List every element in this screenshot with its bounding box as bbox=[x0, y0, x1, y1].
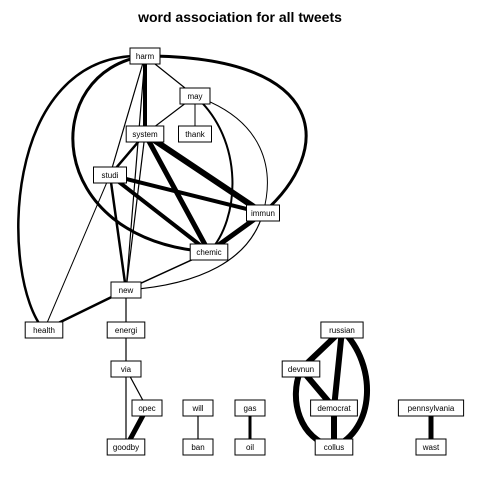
edge-studi-health bbox=[43, 174, 111, 331]
node-box-health bbox=[24, 321, 64, 339]
node-box-ban bbox=[182, 438, 214, 456]
node-label-wast: wast bbox=[422, 443, 440, 452]
node-label-via: via bbox=[121, 365, 132, 374]
node-label-devnun: devnun bbox=[288, 365, 314, 374]
node-box-system bbox=[125, 125, 165, 143]
edge-studi-immun bbox=[108, 173, 265, 215]
node-box-gas bbox=[234, 399, 266, 417]
edge-studi-chemic bbox=[108, 173, 211, 254]
node-label-chemic: chemic bbox=[196, 248, 221, 257]
node-box-oil bbox=[234, 438, 266, 456]
node-label-gas: gas bbox=[244, 404, 257, 413]
edge-harm-new bbox=[125, 55, 146, 291]
edge-russian-democrat bbox=[331, 327, 345, 411]
edge-harm-studi bbox=[109, 55, 146, 176]
edge-studi-new bbox=[108, 173, 128, 292]
node-oil: oil bbox=[234, 438, 266, 456]
node-may: may bbox=[179, 87, 211, 105]
node-ban: ban bbox=[182, 438, 214, 456]
node-box-goodby bbox=[106, 438, 146, 456]
edge-may-immun bbox=[194, 95, 268, 214]
node-goodby: goodby bbox=[106, 438, 146, 456]
node-russian: russian bbox=[320, 321, 364, 339]
node-label-energi: energi bbox=[115, 326, 137, 335]
node-label-goodby: goodby bbox=[113, 443, 139, 452]
edge-harm-immun bbox=[143, 54, 308, 215]
node-box-russian bbox=[320, 321, 364, 339]
node-box-democrat bbox=[310, 399, 358, 417]
node-devnun: devnun bbox=[281, 360, 321, 378]
node-layer: harm may system thank studi immun chemic new hea… bbox=[24, 47, 465, 456]
edge-system-new bbox=[125, 133, 146, 291]
node-box-new bbox=[110, 281, 142, 299]
node-box-will bbox=[182, 399, 214, 417]
node-box-studi bbox=[93, 166, 127, 184]
node-label-ban: ban bbox=[191, 443, 204, 452]
node-label-will: will bbox=[191, 404, 203, 413]
node-label-russian: russian bbox=[329, 326, 355, 335]
node-label-pennsylvania: pennsylvania bbox=[408, 404, 455, 413]
edge-harm-health bbox=[17, 54, 147, 332]
node-label-immun: immun bbox=[251, 209, 275, 218]
node-thank: thank bbox=[178, 125, 212, 143]
node-label-new: new bbox=[119, 286, 134, 295]
node-will: will bbox=[182, 399, 214, 417]
node-studi: studi bbox=[93, 166, 127, 184]
node-box-immun bbox=[246, 204, 280, 222]
node-label-health: health bbox=[33, 326, 55, 335]
node-energi: energi bbox=[106, 321, 146, 339]
node-label-studi: studi bbox=[102, 171, 119, 180]
edge-may-chemic bbox=[194, 95, 234, 253]
node-box-wast bbox=[415, 438, 447, 456]
node-label-oil: oil bbox=[246, 443, 254, 452]
node-new: new bbox=[110, 281, 142, 299]
node-chemic: chemic bbox=[189, 243, 229, 261]
node-label-may: may bbox=[187, 92, 202, 101]
node-via: via bbox=[110, 360, 142, 378]
node-box-may bbox=[179, 87, 211, 105]
node-label-system: system bbox=[132, 130, 158, 139]
node-pennsylvania: pennsylvania bbox=[397, 399, 465, 417]
edge-harm-chemic bbox=[71, 54, 211, 254]
node-box-harm bbox=[129, 47, 161, 65]
node-box-chemic bbox=[189, 243, 229, 261]
node-immun: immun bbox=[246, 204, 280, 222]
node-label-democrat: democrat bbox=[317, 404, 351, 413]
node-harm: harm bbox=[129, 47, 161, 65]
node-box-via bbox=[110, 360, 142, 378]
node-wast: wast bbox=[415, 438, 447, 456]
node-collus: collus bbox=[314, 438, 354, 456]
node-system: system bbox=[125, 125, 165, 143]
node-box-devnun bbox=[281, 360, 321, 378]
node-box-pennsylvania bbox=[397, 399, 465, 417]
node-box-thank bbox=[178, 125, 212, 143]
edge-immun-new bbox=[125, 212, 264, 291]
node-democrat: democrat bbox=[310, 399, 358, 417]
node-health: health bbox=[24, 321, 64, 339]
node-box-energi bbox=[106, 321, 146, 339]
node-gas: gas bbox=[234, 399, 266, 417]
node-label-collus: collus bbox=[324, 443, 344, 452]
node-box-opec bbox=[131, 399, 163, 417]
node-opec: opec bbox=[131, 399, 163, 417]
node-label-opec: opec bbox=[138, 404, 155, 413]
node-label-thank: thank bbox=[185, 130, 206, 139]
node-box-collus bbox=[314, 438, 354, 456]
node-label-harm: harm bbox=[136, 52, 155, 61]
edge-system-immun bbox=[142, 131, 266, 216]
diagram-title: word association for all tweets bbox=[137, 9, 342, 25]
